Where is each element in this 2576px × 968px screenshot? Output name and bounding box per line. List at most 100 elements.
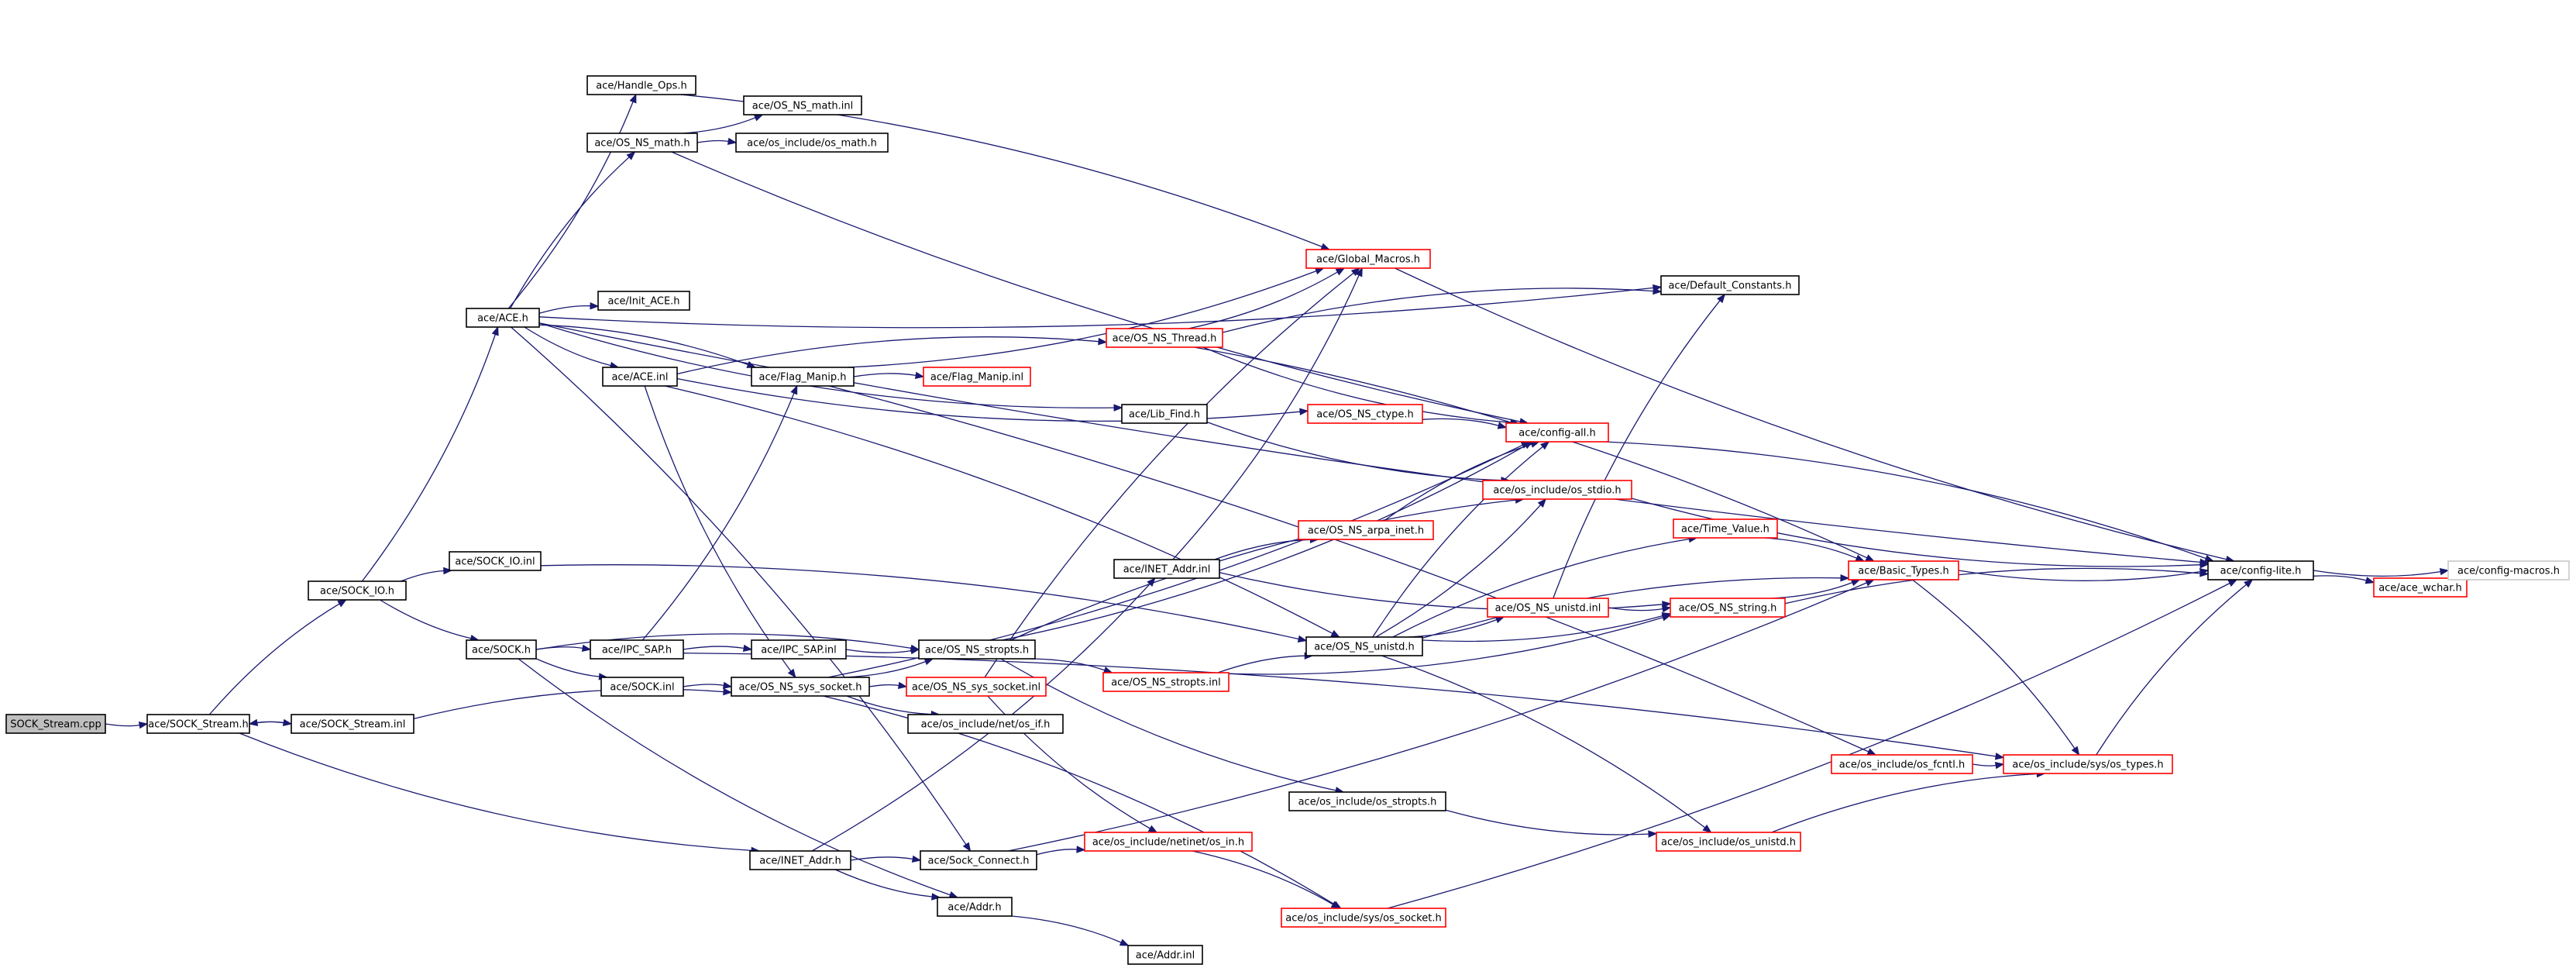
node-global-macros-h[interactable]: ace/Global_Macros.h bbox=[1305, 249, 1431, 269]
node-box bbox=[5, 714, 106, 734]
node-lib-find-h[interactable]: ace/Lib_Find.h bbox=[1121, 404, 1208, 424]
node-sock-io-h[interactable]: ace/SOCK_IO.h bbox=[308, 580, 407, 601]
node-box bbox=[1288, 791, 1446, 811]
edge-os_sys_socket_h-to-config_lite_h bbox=[1387, 579, 2238, 909]
edge-line bbox=[538, 322, 1115, 408]
node-sock-io-inl[interactable]: ace/SOCK_IO.inl bbox=[449, 551, 542, 571]
edge-line bbox=[510, 157, 630, 309]
edge-arrowhead bbox=[1994, 761, 2005, 770]
node-ace-inl[interactable]: ace/ACE.inl bbox=[602, 367, 678, 387]
node-box bbox=[1106, 328, 1223, 348]
node-os-ns-arpa-inet-h[interactable]: ace/OS_NS_arpa_inet.h bbox=[1298, 520, 1434, 540]
node-inet-addr-h[interactable]: ace/INET_Addr.h bbox=[749, 850, 851, 870]
edge-line bbox=[1553, 300, 1721, 599]
edge-inet_addr_h-to-sock_connect_h bbox=[850, 855, 922, 863]
node-os-ns-ctype-h[interactable]: ace/OS_NS_ctype.h bbox=[1307, 404, 1423, 424]
edge-line bbox=[540, 564, 1299, 640]
node-label: ace/Time_Value.h bbox=[1681, 524, 1769, 536]
node-os-ns-sys-socket-inl[interactable]: ace/OS_NS_sys_socket.inl bbox=[906, 677, 1047, 697]
node-os-ns-math-h[interactable]: ace/OS_NS_math.h bbox=[586, 133, 698, 153]
edge-os_ns_unistd_h-to-os_ns_unistd_inl bbox=[1408, 616, 1505, 638]
node-sock-stream-h[interactable]: ace/SOCK_Stream.h bbox=[146, 714, 250, 734]
node-ipc-sap-inl[interactable]: ace/IPC_SAP.inl bbox=[751, 639, 847, 660]
edge-sock_io_h-to-sock_io_inl bbox=[400, 567, 453, 582]
node-label: ace/OS_NS_ctype.h bbox=[1316, 409, 1414, 421]
node-config-macros-h[interactable]: ace/config-macros.h bbox=[2447, 560, 2570, 580]
node-flag-manip-inl[interactable]: ace/Flag_Manip.inl bbox=[923, 367, 1031, 387]
edge-line bbox=[1392, 538, 1690, 638]
edge-os_ns_unistd_h-to-os_stdio_h bbox=[1375, 498, 1547, 638]
node-os-ns-string-h[interactable]: ace/OS_NS_string.h bbox=[1670, 598, 1786, 618]
node-ace-h[interactable]: ace/ACE.h bbox=[466, 308, 540, 328]
edge-arrowhead bbox=[2071, 746, 2080, 756]
node-sock-connect-h[interactable]: ace/Sock_Connect.h bbox=[920, 850, 1037, 870]
node-os-ns-stropts-inl[interactable]: ace/OS_NS_stropts.inl bbox=[1102, 672, 1230, 692]
node-label: ace/Addr.inl bbox=[1136, 950, 1195, 962]
node-addr-h[interactable]: ace/Addr.h bbox=[937, 897, 1013, 917]
edge-os_ns_unistd_h-to-time_value_h bbox=[1392, 535, 1698, 638]
node-sock-h[interactable]: ace/SOCK.h bbox=[466, 639, 537, 660]
node-basic-types-h[interactable]: ace/Basic_Types.h bbox=[1848, 560, 1959, 580]
node-os-stropts-h[interactable]: ace/os_include/os_stropts.h bbox=[1288, 791, 1446, 811]
node-sock-inl[interactable]: ace/SOCK.inl bbox=[600, 677, 684, 697]
edge-arrowhead bbox=[1350, 267, 1361, 277]
node-config-lite-h[interactable]: ace/config-lite.h bbox=[2207, 560, 2314, 580]
node-box bbox=[586, 75, 696, 95]
edge-arrowhead bbox=[2439, 567, 2450, 576]
node-box bbox=[1482, 480, 1632, 500]
node-box bbox=[1505, 422, 1609, 443]
edge-basic_types_h-to-os_types_h bbox=[1912, 579, 2080, 756]
node-os-ns-thread-h[interactable]: ace/OS_NS_Thread.h bbox=[1106, 328, 1223, 348]
node-os-sys-socket-h[interactable]: ace/os_include/sys/os_socket.h bbox=[1281, 908, 1446, 928]
node-default-constants-h[interactable]: ace/Default_Constants.h bbox=[1660, 275, 1800, 295]
edge-line bbox=[1958, 570, 2201, 581]
edge-line bbox=[511, 326, 967, 846]
edge-ace_inl-to-os_ns_thread_h bbox=[676, 336, 1108, 375]
node-time-value-h[interactable]: ace/Time_Value.h bbox=[1673, 518, 1778, 539]
node-box bbox=[1660, 275, 1800, 295]
edge-arrowhead bbox=[1330, 901, 1341, 909]
edge-arrowhead bbox=[914, 371, 925, 380]
edge-line bbox=[1011, 915, 1122, 943]
edge-line bbox=[1608, 607, 1663, 611]
node-os-ns-unistd-inl[interactable]: ace/OS_NS_unistd.inl bbox=[1487, 598, 1609, 618]
node-config-all-h[interactable]: ace/config-all.h bbox=[1505, 422, 1609, 443]
node-os-ns-unistd-h[interactable]: ace/OS_NS_unistd.h bbox=[1305, 636, 1423, 656]
node-box bbox=[920, 850, 1037, 870]
node-addr-inl[interactable]: ace/Addr.inl bbox=[1127, 945, 1203, 965]
edge-arrowhead bbox=[1717, 293, 1726, 304]
node-os-types-h[interactable]: ace/os_include/sys/os_types.h bbox=[2003, 754, 2173, 774]
edge-line bbox=[256, 721, 292, 725]
node-os-ns-sys-socket-h[interactable]: ace/OS_NS_sys_socket.h bbox=[731, 677, 870, 697]
node-flag-manip-h[interactable]: ace/Flag_Manip.h bbox=[751, 367, 855, 387]
node-ipc-sap-h[interactable]: ace/IPC_SAP.h bbox=[590, 639, 684, 660]
node-sock-stream-inl[interactable]: ace/SOCK_Stream.inl bbox=[291, 714, 414, 734]
node-os-unistd-h[interactable]: ace/os_include/os_unistd.h bbox=[1656, 832, 1801, 852]
edge-ace_inl-to-os_ns_unistd_h bbox=[665, 385, 1340, 638]
node-label: ace/OS_NS_string.h bbox=[1679, 603, 1777, 615]
node-label: ace/config-all.h bbox=[1518, 428, 1596, 439]
node-box bbox=[731, 677, 870, 697]
node-label: ace/OS_NS_Thread.h bbox=[1113, 333, 1217, 345]
node-inet-addr-inl[interactable]: ace/INET_Addr.inl bbox=[1113, 559, 1220, 579]
node-init-ace-h[interactable]: ace/Init_ACE.h bbox=[597, 291, 690, 311]
edge-os_ns_unistd_h-to-basic_types_h bbox=[1422, 574, 1850, 639]
node-os-fcntl-h[interactable]: ace/os_include/os_fcntl.h bbox=[1831, 754, 1973, 774]
node-os-ns-math-inl[interactable]: ace/OS_NS_math.inl bbox=[743, 95, 862, 115]
node-os-netinet-in-h[interactable]: ace/os_include/netinet/os_in.h bbox=[1084, 832, 1253, 852]
edge-line bbox=[524, 326, 611, 367]
edge-os_types_h-to-config_lite_h bbox=[2096, 579, 2254, 756]
node-box bbox=[1102, 672, 1230, 692]
node-os-ns-stropts-h[interactable]: ace/OS_NS_stropts.h bbox=[918, 639, 1036, 660]
edge-line bbox=[847, 270, 1317, 368]
node-os-stdio-h[interactable]: ace/os_include/os_stdio.h bbox=[1482, 480, 1632, 500]
node-ace-wchar-h[interactable]: ace/ace_wchar.h bbox=[2373, 577, 2468, 598]
node-os-math-h[interactable]: ace/os_include/os_math.h bbox=[735, 133, 889, 153]
node-handle-ops-h[interactable]: ace/Handle_Ops.h bbox=[586, 75, 696, 95]
edge-arrowhead bbox=[1320, 243, 1331, 250]
edge-line bbox=[1214, 539, 1311, 560]
node-os-net-if-h[interactable]: ace/os_include/net/os_if.h bbox=[907, 714, 1064, 734]
edge-line bbox=[1445, 809, 1649, 835]
node-sock-stream-cpp[interactable]: SOCK_Stream.cpp bbox=[5, 714, 106, 734]
edge-arrowhead bbox=[1299, 408, 1309, 415]
